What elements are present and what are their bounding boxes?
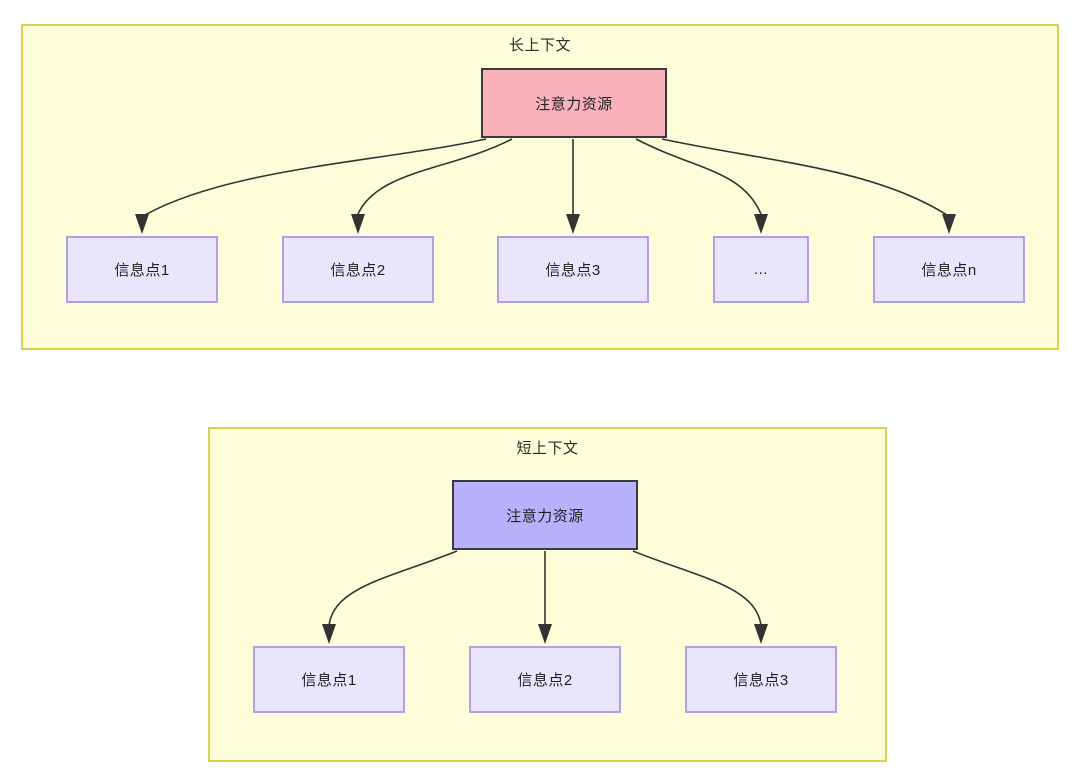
node-info-point-n-long[interactable]: 信息点n (873, 236, 1025, 303)
node-info-point-ellipsis-long[interactable]: ... (713, 236, 809, 303)
node-info-point-1-short[interactable]: 信息点1 (253, 646, 405, 713)
node-info-point-1-long[interactable]: 信息点1 (66, 236, 218, 303)
panel-short-context-title: 短上下文 (516, 440, 579, 457)
node-attention-resource-long[interactable]: 注意力资源 (481, 68, 667, 138)
node-info-point-2-long[interactable]: 信息点2 (282, 236, 434, 303)
node-attention-resource-short[interactable]: 注意力资源 (452, 480, 638, 550)
panel-long-context-title: 长上下文 (508, 37, 571, 54)
node-info-point-2-short[interactable]: 信息点2 (469, 646, 621, 713)
node-info-point-3-long[interactable]: 信息点3 (497, 236, 649, 303)
node-info-point-3-short[interactable]: 信息点3 (685, 646, 837, 713)
